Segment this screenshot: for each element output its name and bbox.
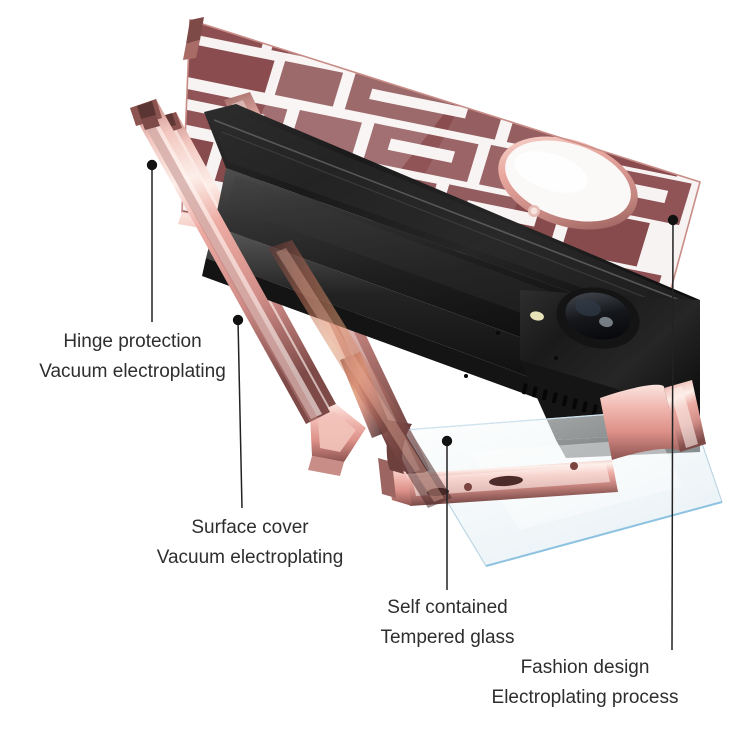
leader-surface-cover xyxy=(232,314,244,509)
callout-fashion-design: Fashion design Electroplating process xyxy=(430,653,740,713)
hinge-protection-bar xyxy=(130,99,330,424)
callout-surface-cover-line1: Surface cover xyxy=(191,517,309,538)
camera-cutout-oval xyxy=(498,136,638,230)
callout-fashion-design-line2: Electroplating process xyxy=(491,687,679,708)
callout-hinge-protection-line2: Vacuum electroplating xyxy=(39,361,226,382)
leader-hinge-protection xyxy=(146,159,158,322)
callout-fashion-design-line1: Fashion design xyxy=(520,657,650,678)
callout-surface-cover-line2: Vacuum electroplating xyxy=(156,547,344,568)
callout-hinge-protection: Hinge protection Vacuum electroplating xyxy=(0,327,265,387)
speaker-grille xyxy=(522,383,598,416)
callout-hinge-protection-line1: Hinge protection xyxy=(63,331,202,352)
camera-module xyxy=(530,287,640,349)
callout-tempered-glass-line2: Tempered glass xyxy=(380,627,515,648)
leader-fashion-design xyxy=(667,214,679,651)
callout-surface-cover: Surface cover Vacuum electroplating xyxy=(85,513,415,573)
callout-self-contained-tempered-glass: Self contained Tempered glass xyxy=(300,593,595,653)
leader-self-contained xyxy=(441,435,453,590)
phone-body xyxy=(202,104,700,458)
inner-frame-rails xyxy=(268,240,452,508)
callout-leaders xyxy=(146,159,679,651)
callout-tempered-glass-line1: Self contained xyxy=(387,597,508,618)
